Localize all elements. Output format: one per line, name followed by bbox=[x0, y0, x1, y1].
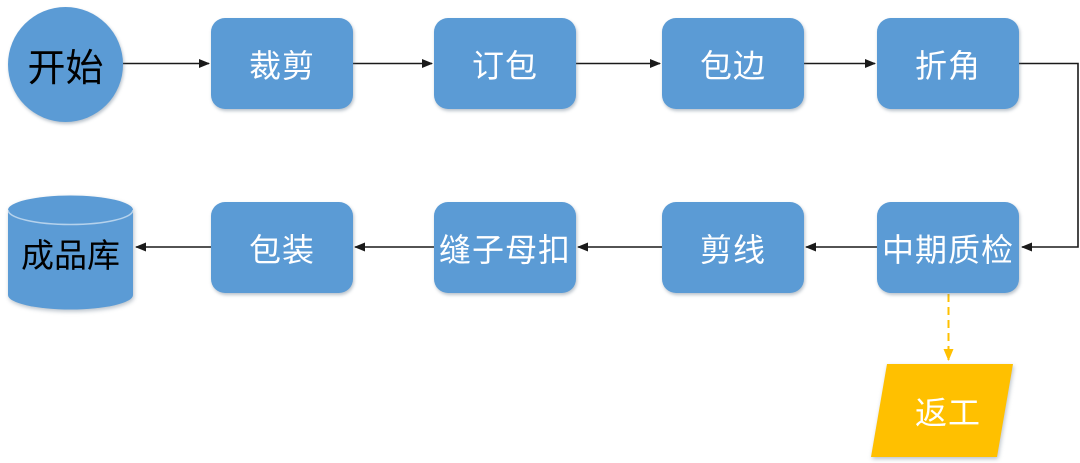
node-cutting-label: 裁剪 bbox=[248, 47, 315, 84]
node-corner-folding-label: 折角 bbox=[914, 47, 981, 84]
node-rework: 返工 bbox=[871, 364, 1013, 457]
cylinder-shape bbox=[8, 195, 133, 310]
edge-corner-folding-mid-inspection bbox=[1019, 62, 1079, 252]
node-snap-button-sewing-label: 缝子母扣 bbox=[438, 231, 571, 268]
node-mid-inspection: 中期质检 bbox=[877, 202, 1019, 293]
node-start: 开始 bbox=[8, 7, 123, 122]
node-edge-binding-label: 包边 bbox=[699, 47, 766, 84]
node-cutting: 裁剪 bbox=[211, 18, 353, 109]
node-packing-label: 包装 bbox=[248, 231, 315, 268]
node-edge-binding: 包边 bbox=[662, 18, 804, 109]
node-start-label: 开始 bbox=[27, 48, 104, 90]
node-thread-trimming-label: 剪线 bbox=[699, 231, 766, 268]
node-bag-stitching: 订包 bbox=[434, 18, 576, 109]
node-thread-trimming: 剪线 bbox=[662, 202, 804, 293]
node-bag-stitching-label: 订包 bbox=[471, 47, 538, 84]
node-mid-inspection-label: 中期质检 bbox=[881, 231, 1014, 268]
node-rework-label: 返工 bbox=[914, 394, 981, 431]
node-finished-warehouse-label: 成品库 bbox=[21, 236, 120, 274]
node-packing: 包装 bbox=[211, 202, 353, 293]
node-corner-folding: 折角 bbox=[877, 18, 1019, 109]
node-snap-button-sewing: 缝子母扣 bbox=[434, 202, 576, 293]
node-finished-warehouse: 成品库 bbox=[8, 195, 133, 310]
parallelogram-shape bbox=[871, 364, 1013, 457]
